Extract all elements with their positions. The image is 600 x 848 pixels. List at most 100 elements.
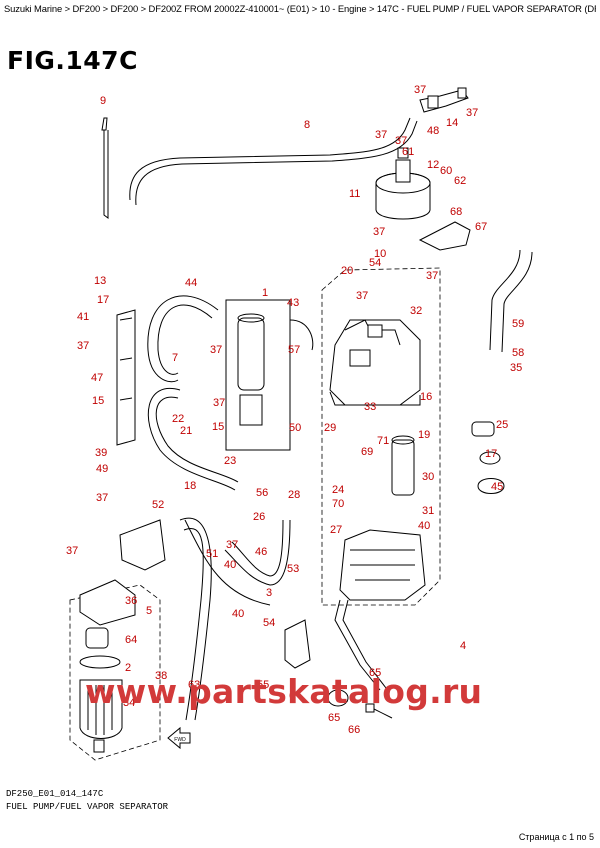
callout-38: 38: [155, 670, 167, 682]
callout-40: 40: [418, 520, 430, 532]
callout-56: 56: [256, 487, 268, 499]
hose-59: [489, 249, 521, 351]
callout-54: 54: [369, 257, 381, 269]
callout-7: 7: [172, 352, 178, 364]
callout-35: 35: [510, 362, 522, 374]
callout-21: 21: [180, 425, 192, 437]
callout-37: 37: [375, 129, 387, 141]
callout-62: 62: [454, 175, 466, 187]
callout-17: 17: [97, 294, 109, 306]
bracket-lower: [284, 599, 393, 719]
callout-39: 39: [95, 447, 107, 459]
callout-37: 37: [77, 340, 89, 352]
callout-33: 33: [364, 401, 376, 413]
bracket-16: [116, 309, 136, 446]
figure-title: FIG.147C: [7, 46, 138, 75]
hose-49: [147, 387, 236, 491]
callout-32: 32: [410, 305, 422, 317]
callout-27: 27: [330, 524, 342, 536]
hose-38: [179, 517, 212, 721]
callout-12: 12: [427, 159, 439, 171]
callout-10: 10: [374, 248, 386, 260]
callout-70: 70: [332, 498, 344, 510]
callout-4: 4: [460, 640, 466, 652]
callout-28: 28: [288, 489, 300, 501]
callout-37: 37: [414, 84, 426, 96]
fuel-filter-11: [375, 147, 431, 220]
separator-body: [339, 529, 426, 601]
callout-69: 69: [361, 446, 373, 458]
callout-16: 16: [420, 391, 432, 403]
bracket-67: [418, 221, 471, 251]
callout-18: 18: [184, 480, 196, 492]
hose-fitting-14: [419, 87, 469, 113]
hose-53: [224, 519, 291, 586]
callout-41: 41: [77, 311, 89, 323]
callout-47: 47: [91, 372, 103, 384]
callout-67: 67: [475, 221, 487, 233]
hose-36: [184, 519, 271, 606]
watermark: www.partskatalog.ru: [85, 672, 483, 711]
callout-49: 49: [96, 463, 108, 475]
callout-63: 63: [188, 679, 200, 691]
callout-57: 57: [288, 344, 300, 356]
callout-15: 15: [212, 421, 224, 433]
callout-37: 37: [213, 397, 225, 409]
svg-text:FWD: FWD: [174, 737, 186, 743]
callout-71: 71: [377, 435, 389, 447]
primary-fuel-filter: [69, 579, 161, 761]
callout-37: 37: [466, 107, 478, 119]
clamp-70: [477, 478, 505, 494]
callout-37: 37: [373, 226, 385, 238]
callout-31: 31: [422, 505, 434, 517]
drawing-code: DF250_E01_014_147C: [6, 789, 104, 799]
cable-tie-9: [101, 117, 109, 219]
callout-5: 5: [146, 605, 152, 617]
callout-20: 20: [341, 265, 353, 277]
callout-36: 36: [125, 595, 137, 607]
callout-48: 48: [427, 125, 439, 137]
callout-51: 51: [206, 548, 218, 560]
callout-30: 30: [422, 471, 434, 483]
callout-13: 13: [94, 275, 106, 287]
fwd-arrow-icon: FWD: [167, 726, 191, 750]
hose-44: [147, 295, 219, 383]
callout-40: 40: [232, 608, 244, 620]
drawing-caption: FUEL PUMP/FUEL VAPOR SEPARATOR: [6, 802, 169, 812]
callout-9: 9: [100, 95, 106, 107]
callout-37: 37: [66, 545, 78, 557]
callout-55: 55: [257, 679, 269, 691]
callout-46: 46: [255, 546, 267, 558]
callout-2: 2: [125, 662, 131, 674]
callout-8: 8: [304, 119, 310, 131]
separator-cover-22: [329, 319, 421, 406]
grommet-69: [479, 451, 501, 465]
callout-15: 15: [92, 395, 104, 407]
callout-1: 1: [262, 287, 268, 299]
callout-53: 53: [287, 563, 299, 575]
callout-25: 25: [496, 419, 508, 431]
callout-44: 44: [185, 277, 197, 289]
callout-37: 37: [356, 290, 368, 302]
breadcrumb: Suzuki Marine > DF200 > DF200 > DF200Z F…: [4, 3, 596, 14]
callout-58: 58: [512, 347, 524, 359]
callout-37: 37: [395, 135, 407, 147]
callout-23: 23: [224, 455, 236, 467]
clip-71: [471, 421, 495, 437]
callout-17: 17: [485, 448, 497, 460]
low-pressure-pump-1: [225, 299, 291, 451]
callout-14: 14: [446, 117, 458, 129]
callout-37: 37: [96, 492, 108, 504]
callout-65: 65: [369, 667, 381, 679]
hose-43: [289, 319, 314, 351]
fuel-pump-24: [391, 435, 415, 496]
callout-50: 50: [289, 422, 301, 434]
callout-24: 24: [332, 484, 344, 496]
callout-34: 34: [123, 697, 135, 709]
callout-65: 65: [328, 712, 340, 724]
callout-37: 37: [210, 344, 222, 356]
callout-52: 52: [152, 499, 164, 511]
callout-59: 59: [512, 318, 524, 330]
callout-26: 26: [253, 511, 265, 523]
